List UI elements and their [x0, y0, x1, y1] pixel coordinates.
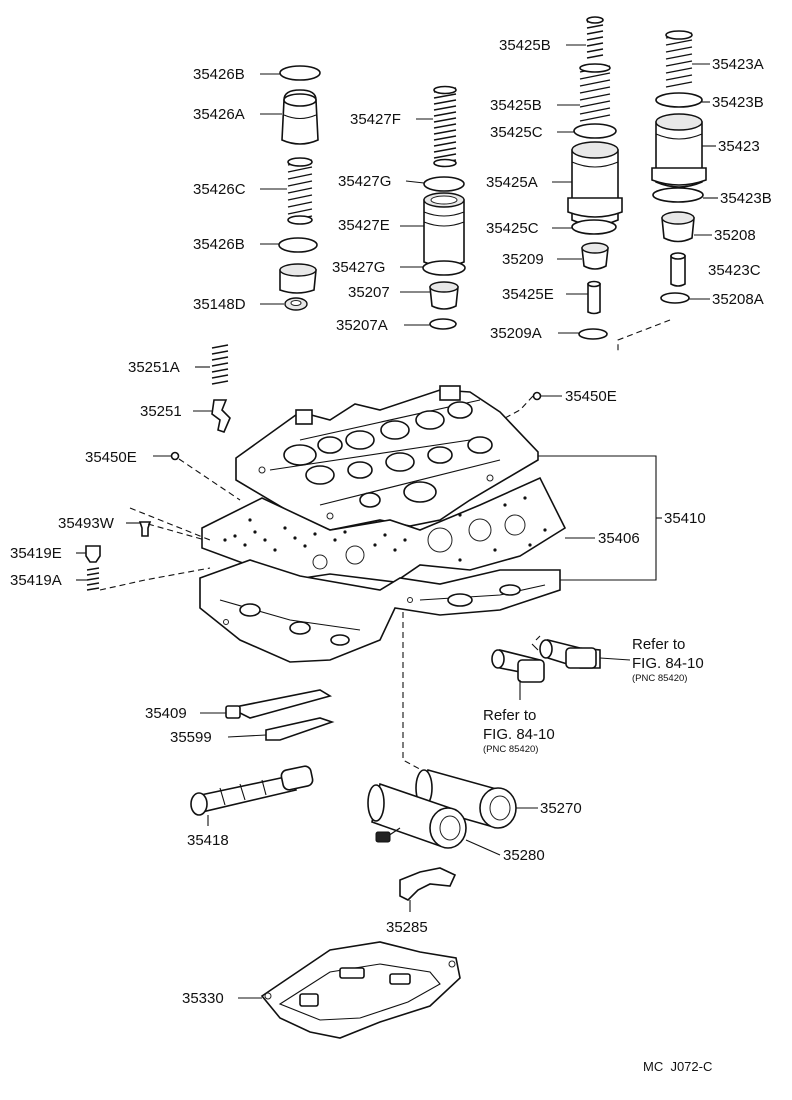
label-35207: 35207 [348, 284, 390, 301]
part-35409-bracket [225, 689, 333, 719]
label-35450E-left: 35450E [85, 449, 137, 466]
part-35418-valve [190, 765, 314, 816]
part-solenoid-left [491, 648, 545, 683]
label-35418: 35418 [187, 832, 229, 849]
part-solenoid-right [531, 635, 601, 669]
part-35425E-pin [587, 280, 601, 315]
part-35209A-oring [578, 328, 608, 340]
part-35426C-spring [287, 157, 313, 225]
part-35207-piston [429, 281, 459, 310]
ref-lower-pnc: (PNC 85420) [483, 744, 538, 755]
part-valve-body-lower [199, 559, 561, 663]
label-35251: 35251 [140, 403, 182, 420]
label-35251A: 35251A [128, 359, 180, 376]
part-35425A-piston [567, 141, 623, 226]
part-35419A-spring [86, 567, 100, 591]
label-35207A: 35207A [336, 317, 388, 334]
label-35410: 35410 [664, 510, 706, 527]
label-35426C: 35426C [193, 181, 246, 198]
label-35280: 35280 [503, 847, 545, 864]
part-35280-solenoid [367, 782, 467, 849]
part-35427E-piston [423, 192, 465, 267]
part-35427G-top-ring [423, 176, 465, 192]
part-35207A-oring [429, 318, 457, 330]
part-35599-bracket [265, 717, 335, 741]
label-35423B-top: 35423B [712, 94, 764, 111]
part-35208A-oring [660, 292, 690, 304]
label-35426A: 35426A [193, 106, 245, 123]
label-35330: 35330 [182, 990, 224, 1007]
label-35423A: 35423A [712, 56, 764, 73]
label-35425B-mid: 35425B [490, 97, 542, 114]
part-35208-valve [661, 211, 695, 243]
label-35427G-top: 35427G [338, 173, 391, 190]
label-35423B-bottom: 35423B [720, 190, 772, 207]
part-35426B-top-oring [279, 65, 321, 81]
label-35425A: 35425A [486, 174, 538, 191]
label-35209: 35209 [502, 251, 544, 268]
label-35208: 35208 [714, 227, 756, 244]
label-35148D: 35148D [193, 296, 246, 313]
ref-lower-refer: Refer to [483, 707, 536, 724]
label-35409: 35409 [145, 705, 187, 722]
part-valve-body-upper [235, 385, 539, 531]
label-35425C-top: 35425C [490, 124, 543, 141]
part-35423A-spring [665, 30, 693, 88]
label-35209A: 35209A [490, 325, 542, 342]
part-35148D-plug [284, 297, 308, 311]
label-35426B-bottom: 35426B [193, 236, 245, 253]
part-35330-oil-strainer [260, 941, 461, 1039]
part-35423C-pin [670, 252, 686, 287]
part-35425C-top-ring [573, 123, 617, 139]
label-35599: 35599 [170, 729, 212, 746]
ref-right-fig: FIG. 84-10 [632, 655, 704, 672]
label-35425B-top: 35425B [499, 37, 551, 54]
label-35425E: 35425E [502, 286, 554, 303]
ref-right-pnc: (PNC 85420) [632, 673, 687, 684]
label-35423: 35423 [718, 138, 760, 155]
part-35426B-bottom-oring [278, 237, 318, 253]
part-35426A-cap [281, 89, 319, 145]
label-35427G-bottom: 35427G [332, 259, 385, 276]
part-35493W-bolt [138, 521, 152, 537]
part-35427F-spring [433, 85, 457, 168]
label-35493W: 35493W [58, 515, 115, 532]
label-35419E: 35419E [10, 545, 62, 562]
part-35423B-bottom-ring [652, 187, 704, 203]
label-35425C-bottom: 35425C [486, 220, 539, 237]
label-35419A: 35419A [10, 572, 62, 589]
part-35427G-bottom-ring [422, 260, 466, 276]
part-35251-clip [211, 399, 231, 433]
part-35285-clip [399, 867, 457, 901]
label-35427F: 35427F [350, 111, 401, 128]
ref-lower-fig: FIG. 84-10 [483, 726, 555, 743]
part-35425B-mid-spring [579, 63, 611, 122]
figure-code: MC J072-C [643, 1059, 712, 1074]
part-35419E-plug [85, 545, 101, 563]
part-35426-retainer [279, 263, 317, 294]
part-35209-valve [581, 242, 609, 270]
label-35406: 35406 [598, 530, 640, 547]
part-35423B-top-ring [655, 92, 703, 108]
label-35285: 35285 [386, 919, 428, 936]
label-35450E-right: 35450E [565, 388, 617, 405]
part-35425B-top-spring [586, 16, 604, 59]
label-35426B-top: 35426B [193, 66, 245, 83]
label-35270: 35270 [540, 800, 582, 817]
label-35208A: 35208A [712, 291, 764, 308]
part-35251A-spring [211, 344, 229, 385]
part-35425C-bottom-ring [571, 219, 617, 235]
ref-right-refer: Refer to [632, 636, 685, 653]
label-35423C: 35423C [708, 262, 761, 279]
part-35406-separator-plate [201, 476, 567, 583]
label-35427E: 35427E [338, 217, 390, 234]
part-35423-piston [651, 113, 707, 188]
part-35270-solenoid [415, 769, 517, 829]
